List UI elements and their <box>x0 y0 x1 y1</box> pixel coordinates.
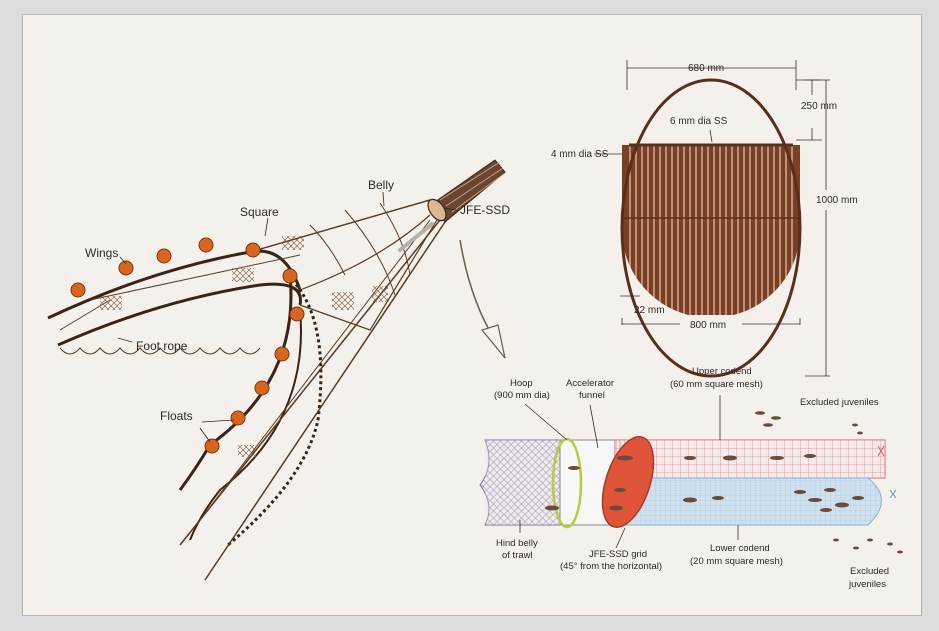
leader-floats-1 <box>202 420 234 422</box>
mesh-patch <box>232 268 254 282</box>
dim-top-width: 680 mm <box>688 63 724 74</box>
label-hoop: Hoop <box>510 378 533 389</box>
wing-arm-lower <box>180 275 291 490</box>
label-excluded-top: Excluded juveniles <box>800 397 879 408</box>
dim-width: 800 mm <box>690 320 726 331</box>
grid-detail: 680 mm 250 mm 1000 mm 6 mm dia SS 4 mm d… <box>551 60 858 376</box>
mesh-patch <box>282 236 304 250</box>
label-hind-belly: Hind belly <box>496 538 538 549</box>
mesh-patch <box>238 445 256 457</box>
dim-bar-side: 4 mm dia SS <box>551 149 609 160</box>
float <box>71 283 85 297</box>
float <box>290 307 304 321</box>
net-body-line-5 <box>200 220 430 520</box>
label-belly: Belly <box>368 178 394 192</box>
label-accelerator: Accelerator <box>566 378 614 389</box>
codend-detail: Hoop (900 mm dia) Accelerator funnel Upp… <box>480 366 903 590</box>
label-square: Square <box>240 205 279 219</box>
net-body-line-7 <box>90 255 300 300</box>
label-foot-rope: Foot rope <box>136 339 188 353</box>
float <box>283 269 297 283</box>
label-excluded-bottom-2: juveniles <box>848 579 886 590</box>
label-grid: JFE-SSD grid <box>589 549 647 560</box>
mesh-patch <box>372 286 388 302</box>
float <box>275 347 289 361</box>
label-excluded-bottom: Excluded <box>850 566 889 577</box>
leader-footrope <box>118 338 132 342</box>
grid-bars <box>622 145 800 315</box>
label-floats: Floats <box>160 409 193 423</box>
dim-height: 1000 mm <box>816 195 858 206</box>
leader-square <box>265 218 268 236</box>
curved-arrow <box>460 240 495 340</box>
dim-top-offset-value: 250 mm <box>801 101 837 112</box>
leader-floats-2 <box>200 428 210 442</box>
leader-belly <box>383 192 384 206</box>
label-grid-angle: (45° from the horizontal) <box>560 561 662 572</box>
label-upper-codend: Upper codend <box>692 366 752 377</box>
float <box>157 249 171 263</box>
float <box>205 439 219 453</box>
head-rope-lower <box>58 284 301 345</box>
dim-top-offset: 250 mm <box>801 101 837 112</box>
label-upper-codend-mesh: (60 mm square mesh) <box>670 379 763 390</box>
label-lower-codend-mesh: (20 mm square mesh) <box>690 556 783 567</box>
dim-bar-upper: 6 mm dia SS <box>670 116 728 127</box>
trawl-net: Wings Square Belly Foot rope Floats JFE-… <box>48 160 510 580</box>
float <box>119 261 133 275</box>
mesh-patch <box>332 292 354 310</box>
float <box>246 243 260 257</box>
mesh-patch <box>100 296 122 310</box>
net-body-line-2 <box>300 215 430 290</box>
net-body-line-4 <box>180 220 440 545</box>
float <box>199 238 213 252</box>
label-wings: Wings <box>85 246 118 260</box>
float <box>255 381 269 395</box>
label-hind-belly-2: of trawl <box>502 550 533 561</box>
label-jfe-ssd: JFE-SSD <box>460 203 510 217</box>
float <box>231 411 245 425</box>
label-hoop-dia: (900 mm dia) <box>494 390 550 401</box>
curved-arrow-head <box>482 325 505 358</box>
label-funnel: funnel <box>579 390 605 401</box>
label-lower-codend: Lower codend <box>710 543 770 554</box>
dim-spacing: 22 mm <box>634 305 665 316</box>
